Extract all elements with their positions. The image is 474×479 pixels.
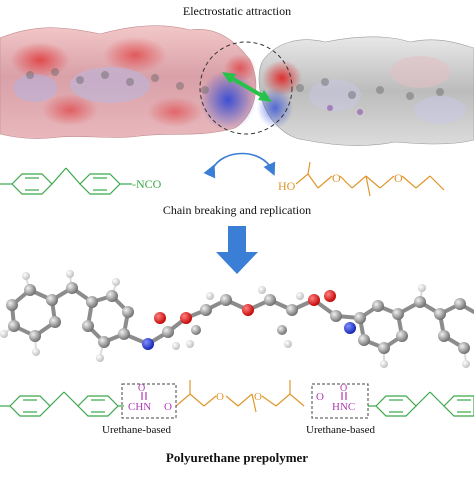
nco-label: -NCO (132, 177, 162, 191)
exchange-curved-arrow-icon (203, 152, 276, 179)
ho-label: HO (278, 179, 296, 193)
polyol-structure (295, 161, 445, 197)
prepolymer-model (0, 270, 474, 368)
urethane-box-left (121, 383, 177, 419)
surface-inner-atoms (26, 68, 444, 115)
polyurethane-prepolymer-title: Polyurethane prepolymer (165, 450, 309, 465)
urethane-right-ester-o: O (316, 391, 324, 403)
urethane-box-right (311, 383, 369, 419)
urethane-left-ester-o: O (164, 401, 172, 413)
electrostatic-attraction-label: Electrostatic attraction (182, 4, 292, 18)
urethane-right-carbonyl-o: O (340, 383, 347, 394)
urethane-based-label-left: Urethane-based (102, 424, 172, 436)
urethane-based-label-right: Urethane-based (306, 424, 376, 436)
backbone-oxygen-2: O (254, 391, 262, 403)
urethane-left-carbonyl-o: O (138, 383, 145, 394)
electrostatic-surface-right (257, 36, 474, 146)
chn-label: CHN (128, 401, 151, 413)
polyol-oxygen-1: O (332, 171, 341, 185)
polyol-oxygen-2: O (394, 171, 403, 185)
chain-breaking-label: Chain breaking and replication (162, 203, 312, 217)
formula-text: -NCO HO O O O CHN O O O O O HNC (128, 171, 403, 413)
polyurethane-structure (0, 380, 474, 419)
attraction-region-circle (199, 41, 293, 135)
attraction-arrow-icon (222, 72, 272, 102)
isocyanate-structure (0, 167, 132, 195)
hnc-label: HNC (332, 401, 355, 413)
down-arrow-icon (216, 226, 258, 274)
backbone-oxygen-1: O (216, 391, 224, 403)
